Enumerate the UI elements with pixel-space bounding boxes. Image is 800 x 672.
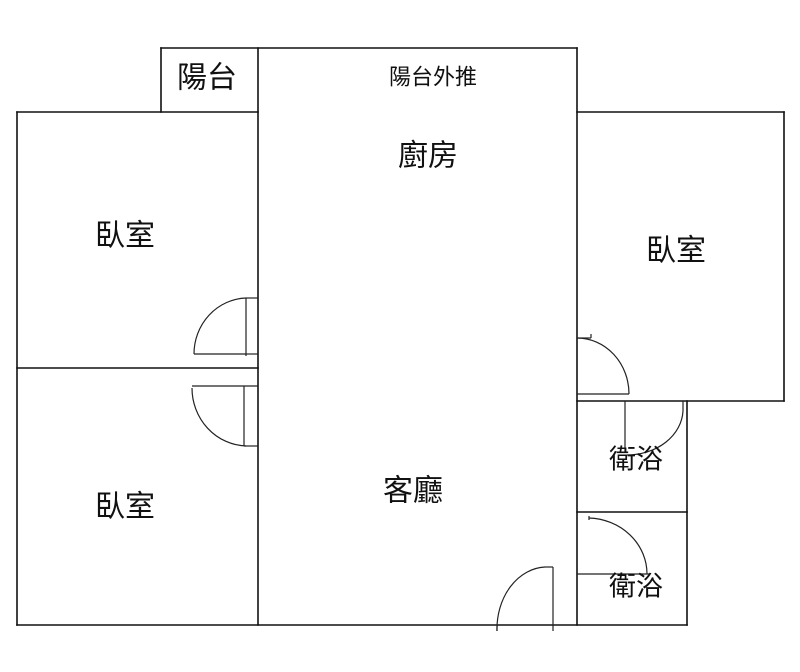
door-bedroom-lower-left (191, 385, 258, 447)
door-bedroom-right (576, 334, 630, 395)
label-bedroom-right: 臥室 (646, 234, 706, 269)
label-bathroom-upper: 衛浴 (609, 445, 663, 476)
label-bathroom-lower: 衛浴 (609, 572, 663, 603)
door-bedroom-upper-left (193, 297, 258, 356)
label-kitchen: 廚房 (398, 139, 458, 174)
doors (191, 297, 684, 632)
label-balcony-extension: 陽台外推 (389, 66, 477, 91)
label-bedroom-upper-left: 臥室 (95, 219, 155, 254)
label-balcony: 陽台 (177, 61, 237, 96)
room-labels: 陽台 陽台外推 廚房 臥室 臥室 客廳 臥室 衛浴 衛浴 (95, 61, 706, 603)
walls (16, 47, 785, 626)
door-bathroom-upper (624, 401, 684, 456)
door-bathroom-lower (577, 516, 649, 575)
label-living-room: 客廳 (383, 474, 443, 509)
label-bedroom-lower-left: 臥室 (95, 490, 155, 525)
door-main-entrance (496, 566, 554, 632)
